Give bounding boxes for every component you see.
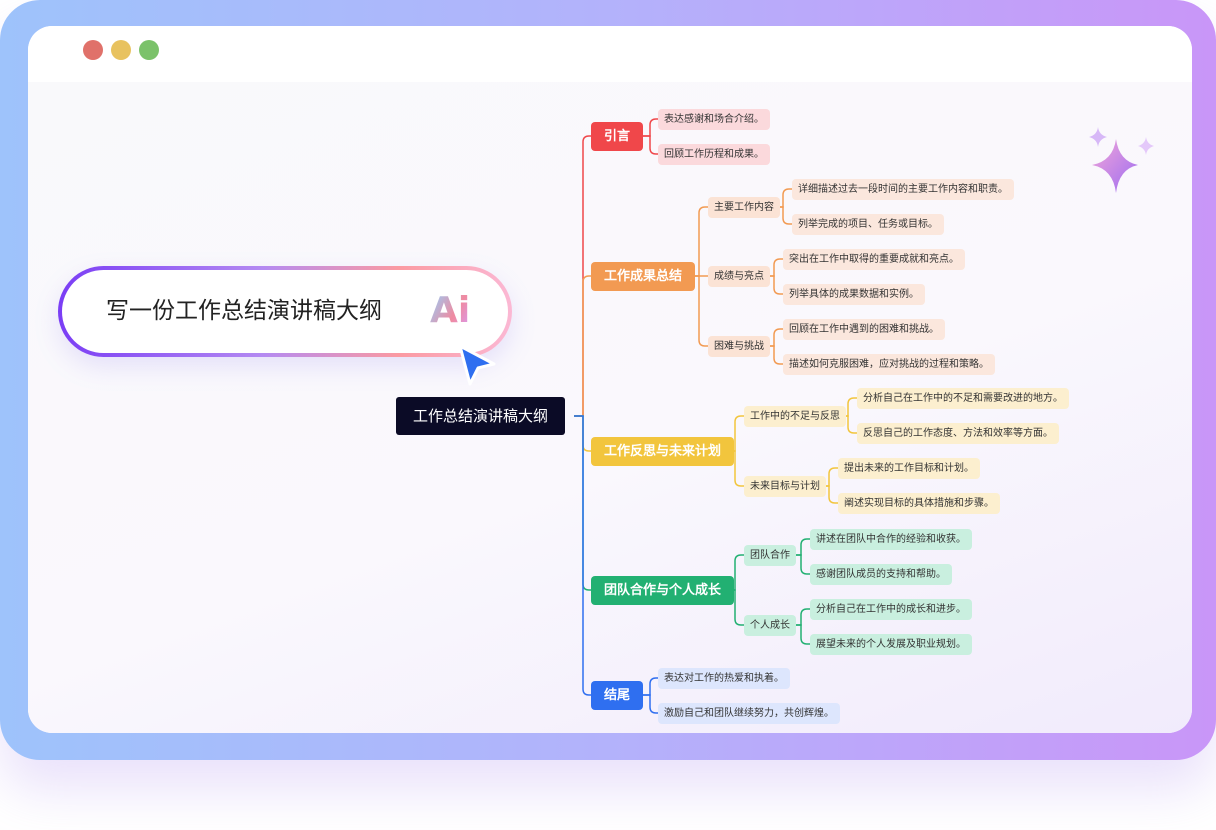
sub-connector xyxy=(690,206,708,277)
leaf-node[interactable]: 表达对工作的热爱和执着。 xyxy=(658,667,790,689)
branch-node[interactable]: 结尾 xyxy=(591,680,644,710)
leaf-node[interactable]: 反思自己的工作态度、方法和效率等方面。 xyxy=(857,422,1059,444)
sub-node[interactable]: 个人成长 xyxy=(744,614,796,636)
leaf-node[interactable]: 感谢团队成员的支持和帮助。 xyxy=(810,563,952,585)
leaf-node[interactable]: 展望未来的个人发展及职业规划。 xyxy=(810,633,972,655)
leaf-connector xyxy=(792,554,810,575)
sub-connector xyxy=(727,589,744,626)
close-button[interactable] xyxy=(83,40,103,60)
leaf-connector xyxy=(792,538,810,556)
maximize-button[interactable] xyxy=(139,40,159,60)
sub-node[interactable]: 主要工作内容 xyxy=(708,196,780,218)
sub-node[interactable]: 成绩与亮点 xyxy=(708,265,770,287)
leaf-connector xyxy=(792,608,810,626)
leaf-connector xyxy=(774,206,792,225)
cursor-arrow-icon xyxy=(458,344,496,386)
leaf-node[interactable]: 回顾工作历程和成果。 xyxy=(658,143,770,165)
sub-connector xyxy=(727,415,744,452)
leaf-node[interactable]: 分析自己在工作中的成长和进步。 xyxy=(810,598,972,620)
sub-connector xyxy=(690,275,708,347)
leaf-connector xyxy=(839,397,857,417)
branch-node[interactable]: 工作成果总结 xyxy=(591,261,696,291)
leaf-connector xyxy=(642,677,658,696)
ai-sparkle-icon[interactable]: Ai xyxy=(430,290,471,331)
mindmap-root-node[interactable]: 工作总结演讲稿大纲 xyxy=(396,397,566,435)
branch-connector xyxy=(574,135,591,417)
leaf-node[interactable]: 表达感谢和场合介绍。 xyxy=(658,108,770,130)
prompt-input[interactable]: 写一份工作总结演讲稿大纲 Ai xyxy=(58,266,512,357)
leaf-node[interactable]: 回顾在工作中遇到的困难和挑战。 xyxy=(783,318,945,340)
leaf-node[interactable]: 详细描述过去一段时间的主要工作内容和职责。 xyxy=(792,178,1014,200)
leaf-connector xyxy=(642,694,658,714)
leaf-connector xyxy=(765,345,783,365)
leaf-node[interactable]: 描述如何克服困难，应对挑战的过程和策略。 xyxy=(783,353,995,375)
leaf-connector xyxy=(642,118,658,137)
sub-node[interactable]: 困难与挑战 xyxy=(708,335,770,357)
leaf-node[interactable]: 列举完成的项目、任务或目标。 xyxy=(792,213,944,235)
sub-node[interactable]: 未来目标与计划 xyxy=(744,475,826,497)
leaf-connector xyxy=(765,258,783,277)
leaf-connector xyxy=(765,328,783,347)
leaf-node[interactable]: 阐述实现目标的具体措施和步骤。 xyxy=(838,492,1000,514)
leaf-connector xyxy=(820,485,838,504)
minimize-button[interactable] xyxy=(111,40,131,60)
sub-node[interactable]: 工作中的不足与反思 xyxy=(744,405,846,427)
leaf-connector xyxy=(642,135,658,155)
leaf-node[interactable]: 分析自己在工作中的不足和需要改进的地方。 xyxy=(857,387,1069,409)
leaf-node[interactable]: 提出未来的工作目标和计划。 xyxy=(838,457,980,479)
leaf-node[interactable]: 激励自己和团队继续努力，共创辉煌。 xyxy=(658,702,840,724)
leaf-connector xyxy=(765,275,783,295)
leaf-node[interactable]: 列举具体的成果数据和实例。 xyxy=(783,283,925,305)
leaf-node[interactable]: 突出在工作中取得的重要成就和亮点。 xyxy=(783,248,965,270)
leaf-connector xyxy=(792,624,810,645)
branch-node[interactable]: 团队合作与个人成长 xyxy=(591,575,735,605)
branch-node[interactable]: 引言 xyxy=(591,121,644,151)
branch-connector xyxy=(574,415,591,696)
leaf-node[interactable]: 讲述在团队中合作的经验和收获。 xyxy=(810,528,972,550)
sub-node[interactable]: 团队合作 xyxy=(744,544,796,566)
branch-connector xyxy=(574,275,591,417)
sub-connector xyxy=(727,554,744,591)
sub-connector xyxy=(727,450,744,487)
title-bar xyxy=(28,26,1192,82)
sparkle-icon xyxy=(1089,127,1154,193)
leaf-connector xyxy=(839,415,857,434)
leaf-connector xyxy=(820,467,838,487)
branch-node[interactable]: 工作反思与未来计划 xyxy=(591,436,735,466)
prompt-text: 写一份工作总结演讲稿大纲 xyxy=(106,298,382,324)
leaf-connector xyxy=(774,188,792,208)
